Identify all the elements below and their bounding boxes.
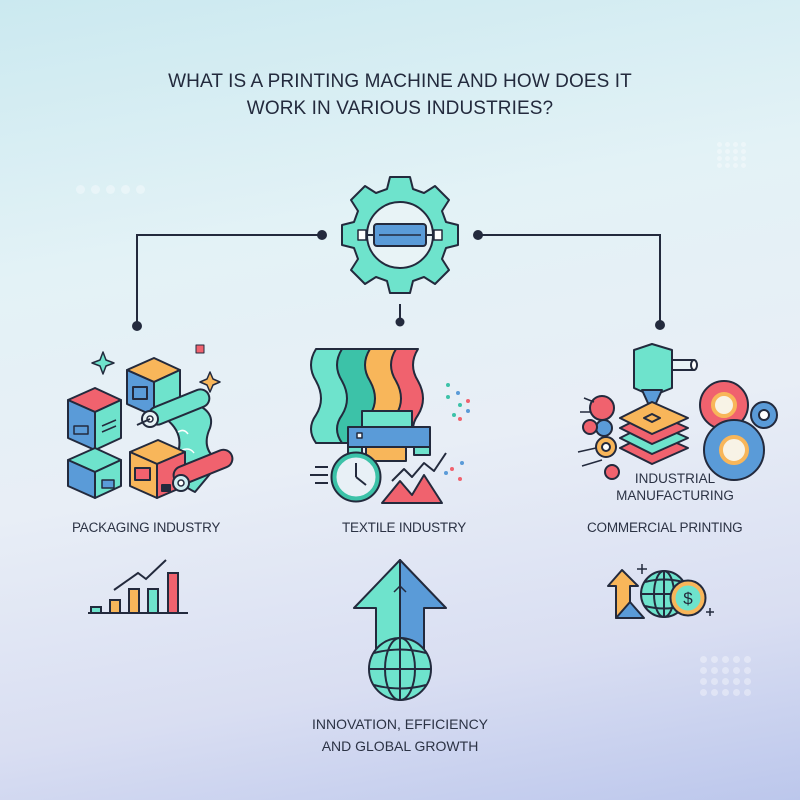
decorative-dots-bottom-right [700, 656, 751, 696]
page-title: WHAT IS A PRINTING MACHINE AND HOW DOES … [0, 68, 800, 122]
industrial-printer-gears-icon [577, 343, 778, 481]
packaging-industry-label: PACKAGING INDUSTRY [72, 520, 221, 535]
growth-bar-chart-icon [88, 559, 188, 614]
industrial-label-line-2: MANUFACTURING [616, 488, 734, 503]
arrow-up-globe-icon [353, 559, 447, 701]
decorative-dots-left [76, 185, 145, 194]
title-line-2: WORK IN VARIOUS INDUSTRIES? [246, 98, 554, 119]
commercial-printing-label: COMMERCIAL PRINTING [587, 520, 743, 535]
bottom-label-line-1: INNOVATION, EFFICIENCY [311, 716, 489, 732]
bottom-label-line-2: AND GLOBAL GROWTH [321, 738, 479, 754]
title-line-1: WHAT IS A PRINTING MACHINE AND HOW DOES … [168, 71, 632, 92]
textile-industry-label: TEXTILE INDUSTRY [342, 520, 467, 535]
innovation-growth-label: INNOVATION, EFFICIENCY AND GLOBAL GROWTH [0, 713, 800, 757]
globe-dollar-arrow-icon: $ [607, 564, 714, 619]
svg-text:$: $ [683, 589, 693, 608]
boxes-and-print-roll-icon [67, 344, 234, 499]
industrial-label-line-1: INDUSTRIAL [634, 471, 716, 486]
gear-printer-roller-icon [341, 176, 459, 294]
decorative-dots-top-right [717, 142, 747, 168]
industrial-manufacturing-label: INDUSTRIAL MANUFACTURING [600, 470, 750, 504]
fabric-printer-clock-icon [310, 348, 470, 504]
